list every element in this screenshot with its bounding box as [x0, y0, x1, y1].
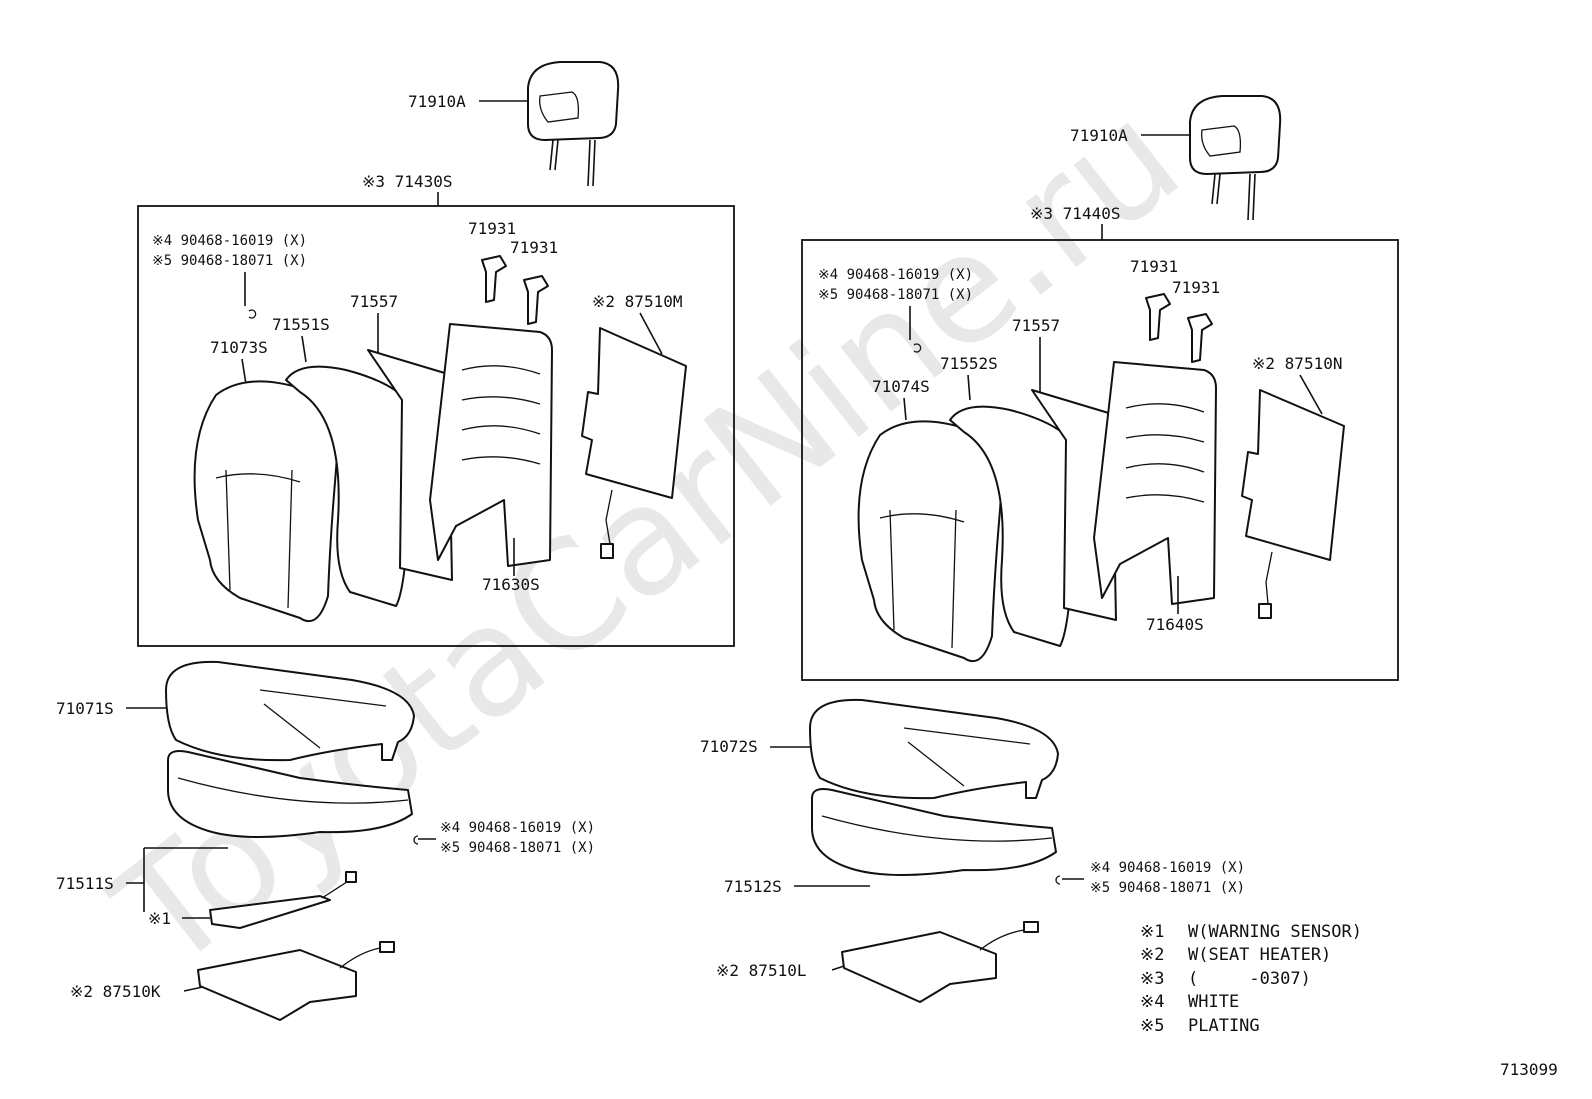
left-seatback-cover — [193, 380, 338, 623]
left-cushion-assy-label: 71511S — [56, 874, 114, 893]
left-clip2-label: ※5 90468-18071 (X) — [152, 253, 307, 269]
left-headrest-support-a — [481, 255, 507, 303]
left-back-heater-sheet — [581, 327, 687, 499]
right-back-heater-sheet — [1241, 389, 1345, 561]
left-back-pad-label: 71551S — [272, 315, 330, 334]
right-cushion-cover — [809, 698, 1059, 800]
right-headrest-support-a — [1145, 293, 1171, 341]
legend-text-3: ( -0307) — [1188, 969, 1311, 989]
right-clip2-label: ※5 90468-18071 (X) — [818, 287, 973, 303]
diagram-code: 713099 — [1500, 1060, 1558, 1079]
right-seatback-assy-box — [801, 239, 1399, 681]
left-cushion-clip1-label: ※4 90468-16019 (X) — [440, 820, 595, 836]
left-support-b-label: 71931 — [510, 238, 558, 257]
right-pad-label: 71557 — [1012, 316, 1060, 335]
right-seat-frame — [1093, 361, 1217, 605]
right-assy-label: ※3 71440S — [1030, 204, 1120, 223]
left-support-a-label: 71931 — [468, 219, 516, 238]
left-back-cover-label: 71073S — [210, 338, 268, 357]
right-seat-group: 71910A ※3 71440S ※4 90468-16019 (X) ※5 9… — [700, 95, 1399, 1003]
right-headrest-label: 71910A — [1070, 126, 1128, 145]
left-cushion-heater-label: ※2 87510K — [70, 982, 161, 1001]
right-back-cover-label: 71074S — [872, 377, 930, 396]
right-seatback-pad — [949, 405, 1079, 647]
right-cushion-pad — [811, 788, 1057, 876]
right-heater-label: ※2 87510N — [1252, 354, 1342, 373]
left-sensor-label: ※1 — [148, 909, 171, 928]
left-headrest-drawing — [527, 61, 620, 187]
legend-key-5: ※5 — [1140, 1016, 1164, 1036]
right-support-a-label: 71931 — [1130, 257, 1178, 276]
right-back-pad-label: 71552S — [940, 354, 998, 373]
left-pad-label: 71557 — [350, 292, 398, 311]
right-support-b-label: 71931 — [1172, 278, 1220, 297]
right-clip-icon — [913, 343, 922, 353]
left-cushion-heater-sheet — [197, 949, 357, 1021]
right-frame-label: 71640S — [1146, 615, 1204, 634]
right-cushion-cover-label: 71072S — [700, 737, 758, 756]
right-clip1-label: ※4 90468-16019 (X) — [818, 267, 973, 283]
right-cushion-heater-sheet — [841, 931, 997, 1003]
left-warning-sensor — [209, 895, 331, 929]
right-pad-panel — [1031, 389, 1117, 621]
right-cushion-clip2-label: ※5 90468-18071 (X) — [1090, 880, 1245, 896]
right-cushion-clip-icon — [1055, 875, 1061, 885]
legend: ※1 W(WARNING SENSOR) ※2 W(SEAT HEATER) ※… — [1140, 922, 1362, 1036]
legend-key-2: ※2 — [1140, 945, 1164, 965]
legend-text-1: W(WARNING SENSOR) — [1188, 922, 1362, 942]
left-cushion-clip2-label: ※5 90468-18071 (X) — [440, 840, 595, 856]
left-pad-panel — [367, 349, 453, 581]
right-cushion-clip1-label: ※4 90468-16019 (X) — [1090, 860, 1245, 876]
right-cushion-heater-label: ※2 87510L — [716, 961, 806, 980]
left-frame-label: 71630S — [482, 575, 540, 594]
left-cushion-cover-label: 71071S — [56, 699, 114, 718]
right-headrest-drawing — [1189, 95, 1282, 221]
left-seatback-pad — [285, 365, 415, 607]
legend-text-4: WHITE — [1188, 992, 1239, 1012]
left-assy-label: ※3 71430S — [362, 172, 452, 191]
right-seatback-cover — [857, 420, 1002, 663]
left-cushion-clip-icon — [413, 835, 419, 845]
left-headrest-label: 71910A — [408, 92, 466, 111]
legend-key-1: ※1 — [1140, 922, 1164, 942]
left-seat-frame — [429, 323, 553, 567]
left-cushion-cover — [165, 660, 415, 762]
legend-text-2: W(SEAT HEATER) — [1188, 945, 1331, 965]
left-seatback-assy-box — [137, 205, 735, 647]
legend-key-4: ※4 — [1140, 992, 1164, 1012]
left-clip1-label: ※4 90468-16019 (X) — [152, 233, 307, 249]
legend-text-5: PLATING — [1188, 1016, 1260, 1036]
left-heater-label: ※2 87510M — [592, 292, 682, 311]
right-cushion-assy-label: 71512S — [724, 877, 782, 896]
legend-key-3: ※3 — [1140, 969, 1164, 989]
right-headrest-support-b — [1187, 313, 1213, 363]
left-seat-group: 71910A ※3 71430S ※4 90468-16019 (X) ※5 9… — [56, 61, 735, 1021]
left-headrest-support-b — [523, 275, 549, 325]
left-cushion-pad — [167, 750, 413, 838]
left-clip-icon — [248, 309, 257, 319]
